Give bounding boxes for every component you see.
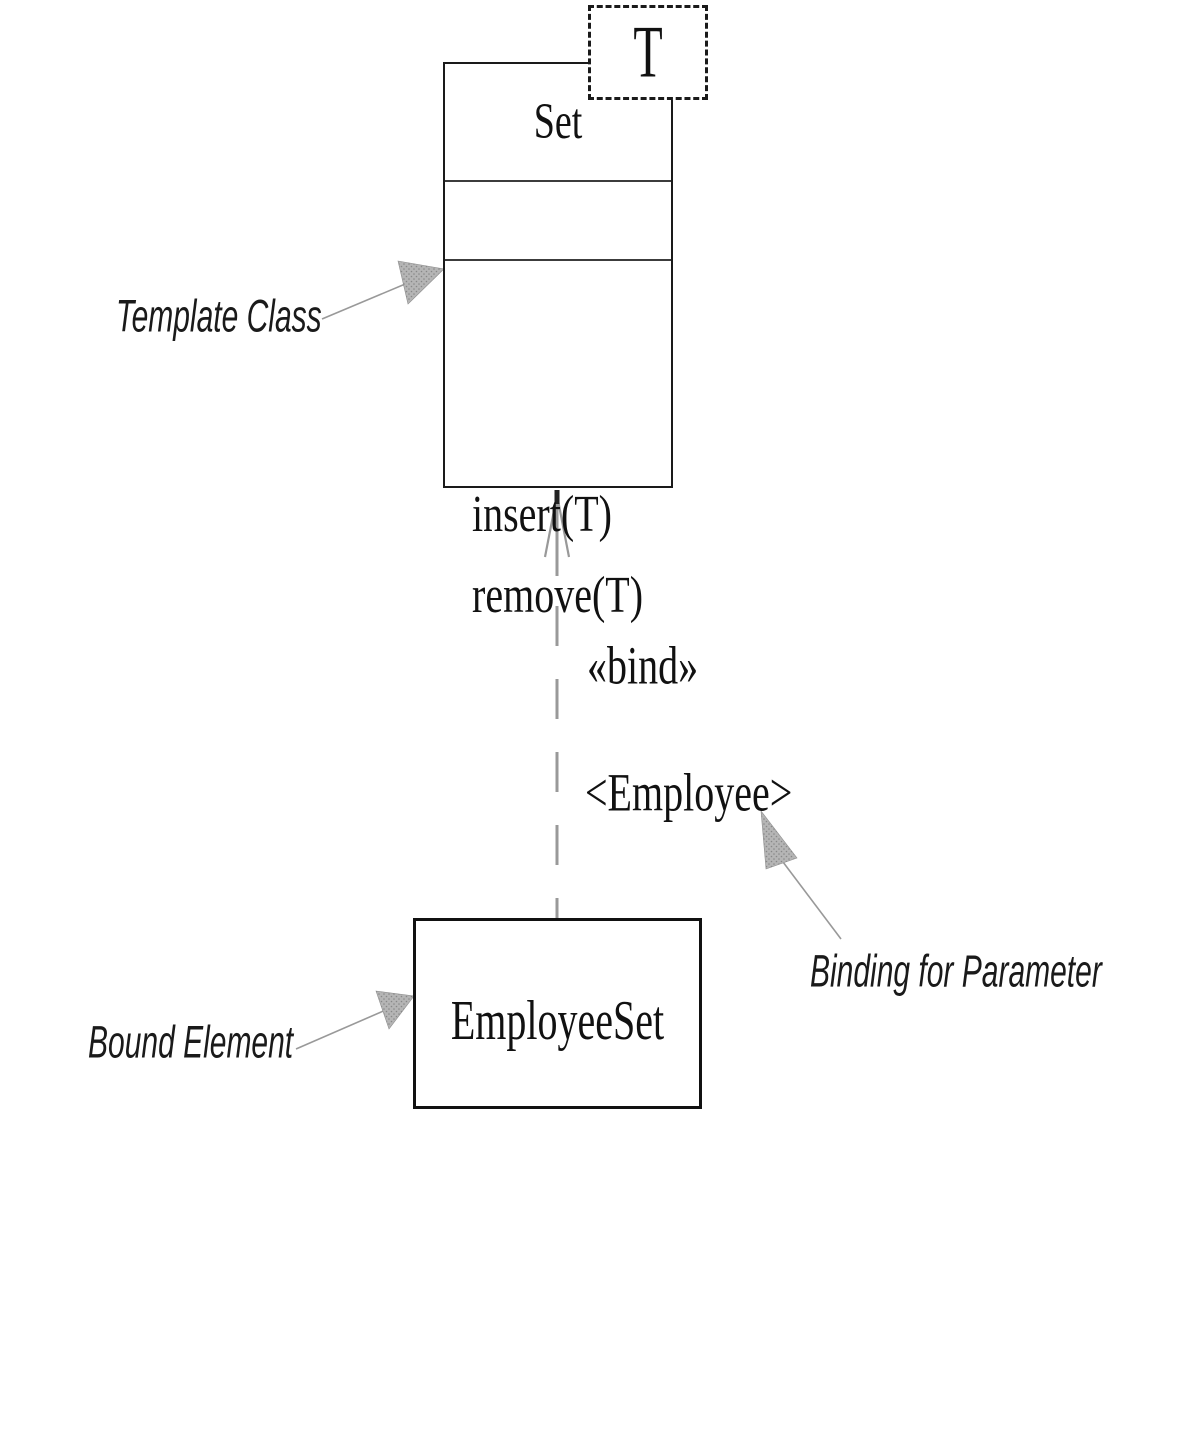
bind-stereotype-label: «bind»	[587, 634, 699, 696]
template-parameter: T	[633, 10, 663, 93]
bound-class-name: EmployeeSet	[450, 988, 665, 1052]
open-arrowhead-icon	[543, 494, 559, 558]
template-class-annotation: Template Class	[116, 292, 322, 342]
leader-arrowhead-icon	[397, 260, 445, 305]
template-class-leader	[321, 260, 445, 320]
employeeset-class-box: EmployeeSet	[413, 918, 702, 1109]
class-name-compartment: Set	[445, 64, 671, 182]
leader-arrowhead-icon	[760, 810, 798, 870]
template-parameter-box: T	[588, 5, 708, 100]
operation-remove: remove(T)	[472, 565, 644, 624]
bound-element-annotation: Bound Element	[88, 1018, 294, 1068]
bind-dependency-arrow	[543, 490, 571, 918]
binding-for-parameter-leader	[760, 810, 842, 940]
class-attributes-compartment	[445, 182, 671, 261]
class-name: Set	[533, 93, 583, 151]
employee-binding-label: <Employee>	[585, 761, 793, 823]
set-class-box: Set insert(T) remove(T)	[443, 62, 673, 620]
operation-insert: insert(T)	[472, 484, 612, 543]
leader-arrowhead-icon	[375, 990, 415, 1030]
bound-element-leader	[295, 990, 415, 1050]
binding-for-parameter-annotation: Binding for Parameter	[810, 947, 1102, 997]
